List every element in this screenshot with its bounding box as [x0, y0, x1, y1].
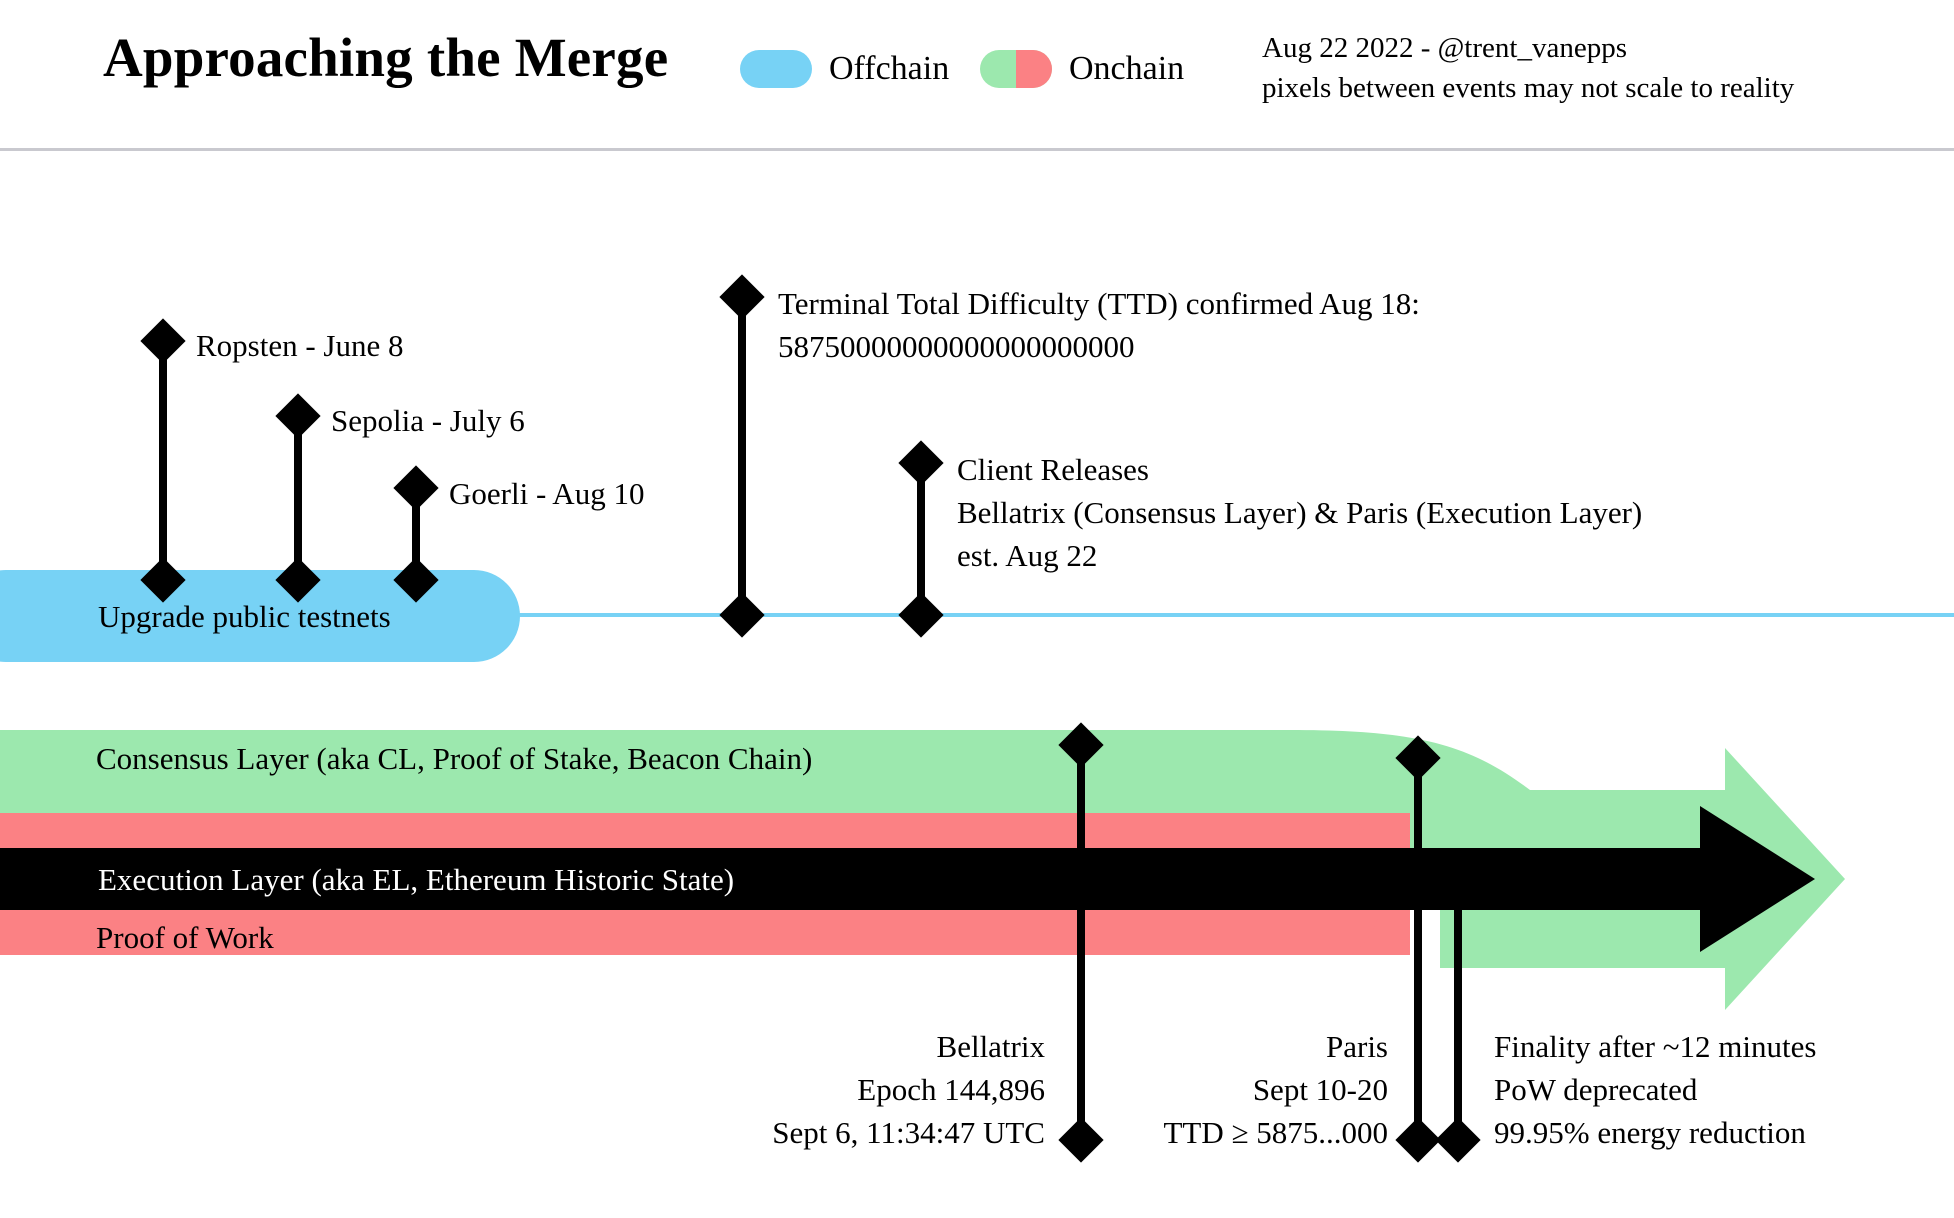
bar-label-execution-layer: Execution Layer (aka EL, Ethereum Histor… [98, 862, 735, 897]
bellatrix-line-2: Epoch 144,896 [857, 1071, 1045, 1107]
upgrade-public-testnets-bar [0, 570, 520, 662]
offchain-swatch-icon [740, 50, 812, 88]
legend-label-onchain: Onchain [1069, 50, 1185, 87]
paris-connector [1395, 735, 1441, 1163]
merge-result-line-2: PoW deprecated [1494, 1071, 1698, 1107]
event-label-client-releases: Client Releases Bellatrix (Consensus Lay… [957, 449, 1642, 577]
legend-item-onchain: Onchain [980, 50, 1184, 88]
merge-result-connector [1435, 900, 1481, 1163]
page-title: Approaching the Merge [103, 27, 669, 88]
consensus-layer-band [0, 730, 1845, 1010]
bar-label-proof-of-work: Proof of Work [96, 920, 274, 955]
execution-layer-bar [0, 806, 1815, 952]
ttd-line-2: 58750000000000000000000 [778, 328, 1135, 364]
meta-line-1: Aug 22 2022 - @trent_vanepps [1262, 32, 1627, 64]
testnet-connector-ropsten [140, 318, 186, 603]
client-releases-line-3: est. Aug 22 [957, 537, 1098, 573]
bellatrix-line-1: Bellatrix [936, 1029, 1045, 1064]
merge-result-line-3: 99.95% energy reduction [1494, 1114, 1806, 1150]
event-label-paris: Paris Sept 10-20 TTD ≥ 5875...000 [898, 1026, 1388, 1154]
event-label-merge-result: Finality after ~12 minutes PoW deprecate… [1494, 1026, 1816, 1154]
consensus-layer-band-lower [1440, 900, 1725, 968]
onchain-swatch-icon [980, 50, 1052, 88]
event-label-goerli: Goerli - Aug 10 [449, 476, 645, 511]
meta-line-2: pixels between events may not scale to r… [1262, 72, 1795, 105]
client-releases-line-2: Bellatrix (Consensus Layer) & Paris (Exe… [957, 494, 1643, 530]
merge-result-line-1: Finality after ~12 minutes [1494, 1029, 1817, 1064]
meta-credit: Aug 22 2022 - @trent_vanepps pixels betw… [1262, 28, 1794, 108]
legend-item-offchain: Offchain [740, 50, 949, 88]
paris-line-1: Paris [1326, 1029, 1388, 1064]
bellatrix-line-3: Sept 6, 11:34:47 UTC [772, 1114, 1045, 1150]
event-label-bellatrix: Bellatrix Epoch 144,896 Sept 6, 11:34:47… [545, 1026, 1045, 1154]
ttd-line-1: Terminal Total Difficulty (TTD) confirme… [778, 286, 1420, 321]
testnet-connector-goerli [393, 465, 439, 603]
paris-line-2: Sept 10-20 [1252, 1071, 1388, 1107]
client-releases-line-1: Client Releases [957, 452, 1149, 487]
bar-label-consensus-layer: Consensus Layer (aka CL, Proof of Stake,… [96, 741, 813, 776]
ttd-connector [719, 274, 765, 638]
event-label-ttd: Terminal Total Difficulty (TTD) confirme… [778, 283, 1420, 369]
paris-line-3: TTD ≥ 5875...000 [1163, 1114, 1388, 1150]
legend-label-offchain: Offchain [829, 50, 950, 87]
bar-label-upgrade-testnets: Upgrade public testnets [98, 599, 391, 634]
header-divider [0, 148, 1954, 151]
client-releases-connector [898, 440, 944, 638]
event-label-ropsten: Ropsten - June 8 [196, 328, 404, 363]
bellatrix-connector [1058, 722, 1104, 1163]
event-label-sepolia: Sepolia - July 6 [331, 403, 525, 438]
